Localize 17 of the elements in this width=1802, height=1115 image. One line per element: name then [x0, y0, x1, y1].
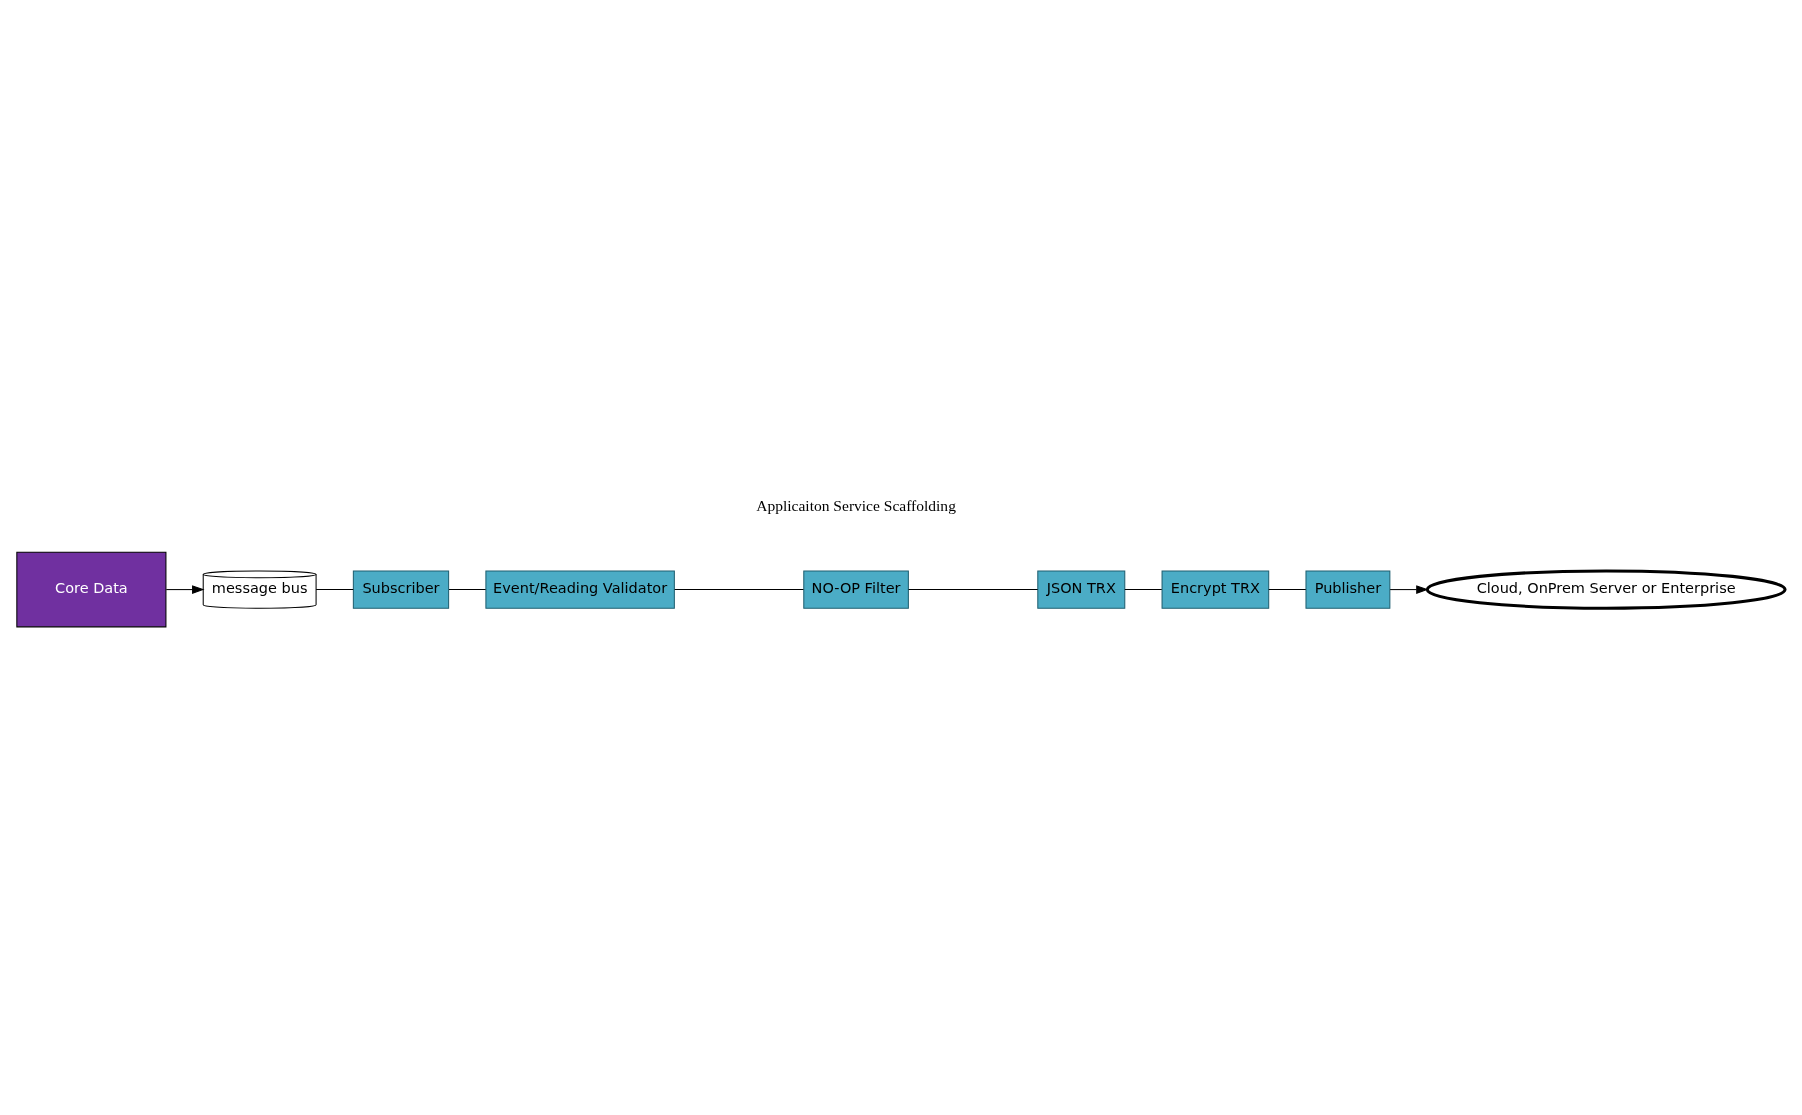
arrow — [1389, 584, 1429, 594]
node-box: Publisher — [1305, 569, 1391, 609]
arrow — [165, 584, 205, 594]
connector — [315, 588, 354, 590]
node-box: NO-OP Filter — [803, 569, 909, 609]
connector — [1124, 588, 1163, 590]
node-box: Event/Reading Validator — [485, 569, 675, 609]
node-box: Core Data — [16, 551, 167, 627]
node-ellipse: Cloud, OnPrem Server or Enterprise — [1425, 568, 1787, 610]
node-box: Encrypt TRX — [1161, 569, 1270, 609]
connector — [1268, 588, 1307, 590]
connector — [908, 588, 1039, 590]
node-box: JSON TRX — [1037, 569, 1126, 609]
label: Applicaiton Service Scaffolding — [756, 496, 956, 514]
connector — [674, 588, 804, 590]
node-box: Subscriber — [352, 569, 450, 609]
connector — [448, 588, 487, 590]
